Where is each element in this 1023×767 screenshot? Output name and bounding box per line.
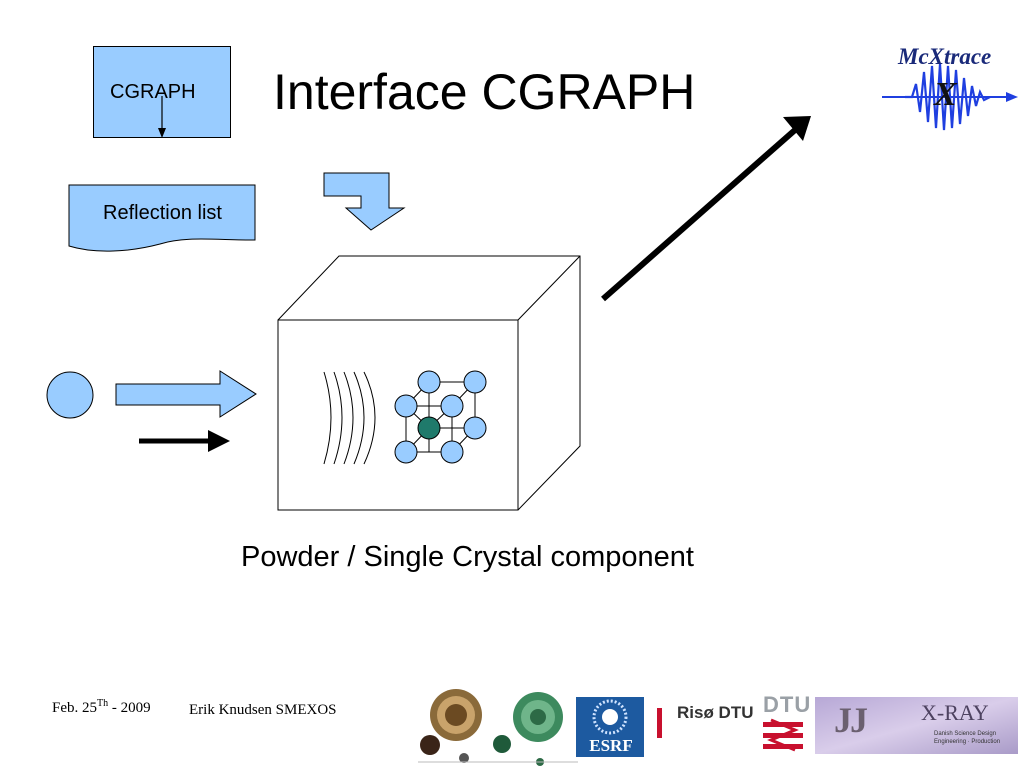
reflection-list-shape (68, 184, 256, 252)
dtu-logo-text: DTU (763, 692, 812, 717)
lattice-atom (440, 440, 464, 464)
footer-date-prefix: Feb. 25 (52, 700, 97, 716)
mcxtrace-logo (882, 63, 1018, 131)
lattice-atom (463, 370, 487, 394)
mcxtrace-logo-x: X (934, 76, 957, 113)
footer-date-sup: Th (97, 698, 109, 709)
risoe-red-bar (657, 708, 662, 738)
black-arrow-small (139, 430, 230, 452)
slide-title: Interface CGRAPH (273, 64, 696, 120)
jj-xray-logo (815, 697, 1018, 754)
block-arrow-right (115, 370, 257, 418)
jj-logo-text: JJ (834, 700, 868, 740)
diagonal-output-arrow (601, 116, 811, 302)
component-caption: Powder / Single Crystal component (241, 541, 694, 573)
university-seal-logo (420, 689, 482, 763)
lattice-atom (463, 416, 487, 440)
lattice-atom (394, 440, 418, 464)
crystal-lattice (394, 370, 487, 464)
esrf-logo (576, 697, 644, 757)
crystal-cube (277, 255, 581, 511)
mcxtrace-logo-text: McXtrace (898, 44, 992, 69)
bent-down-arrow (323, 172, 406, 231)
footer-date: Feb. 25Th - 2009 (52, 698, 151, 718)
reflection-list-label: Reflection list (103, 202, 222, 224)
agricultural-seal-logo (493, 692, 563, 766)
lattice-atom-center (417, 416, 441, 440)
wavefront-arcs (323, 371, 376, 465)
esrf-logo-text: ESRF (589, 736, 633, 755)
source-circle (46, 371, 94, 419)
cgraph-label: CGRAPH (110, 81, 196, 103)
lattice-atom (440, 394, 464, 418)
risoe-dtu-logo-text: Risø DTU (677, 703, 754, 722)
xray-logo-text: X-RAY (921, 700, 989, 725)
jj-xray-subtitle: Danish Science Design Engineering · Prod… (934, 731, 1001, 745)
lattice-atom (417, 370, 441, 394)
footer-author: Erik Knudsen SMEXOS (189, 702, 337, 718)
cgraph-inner-arrow (158, 96, 166, 138)
dtu-logo-stripes (763, 718, 803, 752)
footer-date-suffix: - 2009 (108, 700, 151, 716)
lattice-atom (394, 394, 418, 418)
